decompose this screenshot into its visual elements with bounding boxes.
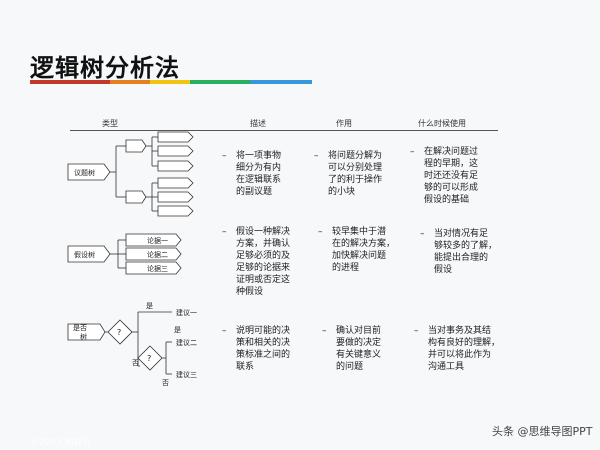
issue-tree-leaf-box [157,177,194,189]
suggestion-label: 建议三 [176,370,197,379]
decision-question-mark: ? [147,354,151,363]
header-desc: 描述 [250,119,266,128]
issue-tree-leaf-box [157,191,194,203]
header-use: 作用 [336,119,352,128]
color-bar-segment [190,80,250,84]
hypothesis-tree-when: –当对情况有足 够较多的了解， 能提出合理的 假设 [420,229,498,275]
hypothesis-arg-label: 论据二 [147,250,168,259]
yes-no-tree-label: 是否 [73,324,87,332]
hypothesis-arg-label: 论据三 [147,264,168,273]
color-bar-segment [250,80,312,84]
issue-tree-desc: –将一项事物 细分为有内 在逻辑联系 的副议题 [222,151,282,197]
color-bar-segment [150,80,190,84]
yes-no-tree-when: –当对事务及其结 构有良好的理解， 并可以将此作为 沟通工具 [414,326,501,372]
issue-tree-leaf-box [157,205,194,217]
hypothesis-tree-label: 假设树 [74,250,95,259]
hypothesis-tree-desc: –假设一种解决 方案，并确认 足够必须的及 足够的论据来 证明或否定这 种假设 [222,227,291,297]
yes-no-tree-diagram [67,311,172,375]
hypothesis-arg-label: 论据一 [147,236,168,245]
no-label: 否 [132,359,139,367]
hypothesis-tree-root-box [67,245,111,263]
color-bar-segment [30,80,110,84]
yes-no-tree-use: –确认对目前 要做的决定 有关键意义 的问题 [322,326,382,372]
yes-label: 是 [174,326,181,334]
issue-tree-leaf-box [157,145,194,157]
decision-diamond [107,319,133,345]
issue-tree-leaf-box [157,160,194,172]
no-label: 否 [162,379,169,387]
hypothesis-tree-use: –较早集中于潜 在的解决方案， 加快解决问题 的进程 [318,227,396,273]
watermark: 头条 @思维导图PPT [492,425,593,438]
page-title: 逻辑树分析法 [30,54,180,82]
title-color-bar [30,80,312,84]
hypothesis-arg-box [125,247,182,261]
copyright: ©2007 南极光 [30,438,92,448]
yes-label: 是 [146,302,153,310]
issue-tree-when: –在解决问题过 程的早期，这 时还还没有足 够的可以形成 假设的基础 [410,147,479,205]
issue-tree-root-box [67,163,111,181]
suggestion-label: 建议二 [176,338,197,347]
issue-tree-node-box [125,190,147,204]
decision-diamond [137,345,163,371]
hypothesis-tree-diagram [67,233,182,275]
issue-tree-leaf-box [157,131,194,143]
header-type: 类型 [102,119,118,128]
issue-tree-diagram [67,131,194,217]
suggestion-label: 建议一 [176,308,197,317]
hypothesis-arg-box [125,233,182,247]
issue-tree-node-box [125,139,147,153]
color-bar-segment [110,80,150,84]
header-divider [70,130,498,131]
issue-tree-use: –将问题分解为 可以分别处理 了的利于操作 的小块 [314,151,383,197]
header-when: 什么时候使用 [418,119,466,128]
hypothesis-arg-box [125,261,182,275]
yes-no-tree-desc: –说明可能的决 策和相关的决 策标准之间的 联系 [222,326,291,372]
decision-question-mark: ? [117,328,121,337]
yes-no-root-box [67,323,106,341]
yes-no-tree-label-line2: 树 [80,332,87,341]
issue-tree-label: 议题树 [74,168,95,177]
